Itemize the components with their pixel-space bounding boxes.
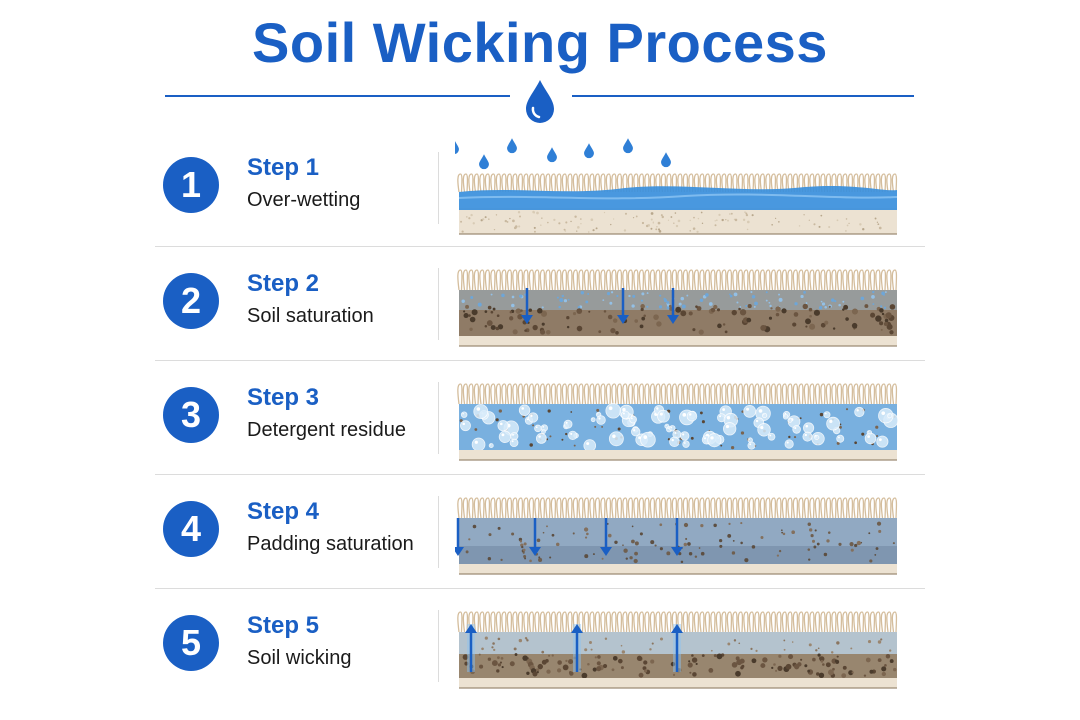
carpet-cross-section-soil-wicking [457, 611, 898, 689]
step-row: 5 Step 5 Soil wicking [155, 588, 925, 702]
step-number-badge: 5 [163, 615, 219, 671]
row-divider [155, 588, 925, 589]
row-divider [155, 360, 925, 361]
step-description: Soil wicking [247, 647, 352, 669]
title-rule-left [165, 95, 510, 97]
step-description: Soil saturation [247, 305, 374, 327]
column-divider [438, 268, 439, 340]
carpet-cross-section-soil-saturation [457, 269, 898, 347]
column-divider [438, 496, 439, 568]
step-title: Step 5 [247, 612, 320, 639]
step-number-badge: 4 [163, 501, 219, 557]
row-divider [155, 474, 925, 475]
step-number-badge: 1 [163, 157, 219, 213]
step-number-badge: 3 [163, 387, 219, 443]
step-title: Step 4 [247, 498, 320, 525]
column-divider [438, 382, 439, 454]
step-description: Detergent residue [247, 419, 406, 441]
carpet-cross-section-padding-saturation [455, 497, 898, 575]
column-divider [438, 152, 439, 224]
step-title: Step 2 [247, 270, 320, 297]
carpet-cross-section-detergent-residue [457, 383, 899, 461]
step-number-badge: 2 [163, 273, 219, 329]
page-title: Soil Wicking Process [252, 11, 828, 74]
column-divider [438, 610, 439, 682]
row-divider [155, 246, 925, 247]
step-row: 4 Step 4 Padding saturation [155, 474, 925, 588]
step-description: Padding saturation [247, 533, 414, 555]
title-rule-right [572, 95, 914, 97]
carpet-cross-section-over-wetting [455, 138, 898, 235]
water-drop-icon [526, 80, 554, 123]
step-title: Step 3 [247, 384, 320, 411]
step-row: 3 Step 3 Detergent residue [155, 360, 925, 474]
step-title: Step 1 [247, 154, 320, 181]
step-row: 2 Step 2 Soil saturation [155, 246, 925, 360]
step-description: Over-wetting [247, 189, 361, 211]
step-row: 1 Step 1 Over-wetting [155, 130, 925, 244]
